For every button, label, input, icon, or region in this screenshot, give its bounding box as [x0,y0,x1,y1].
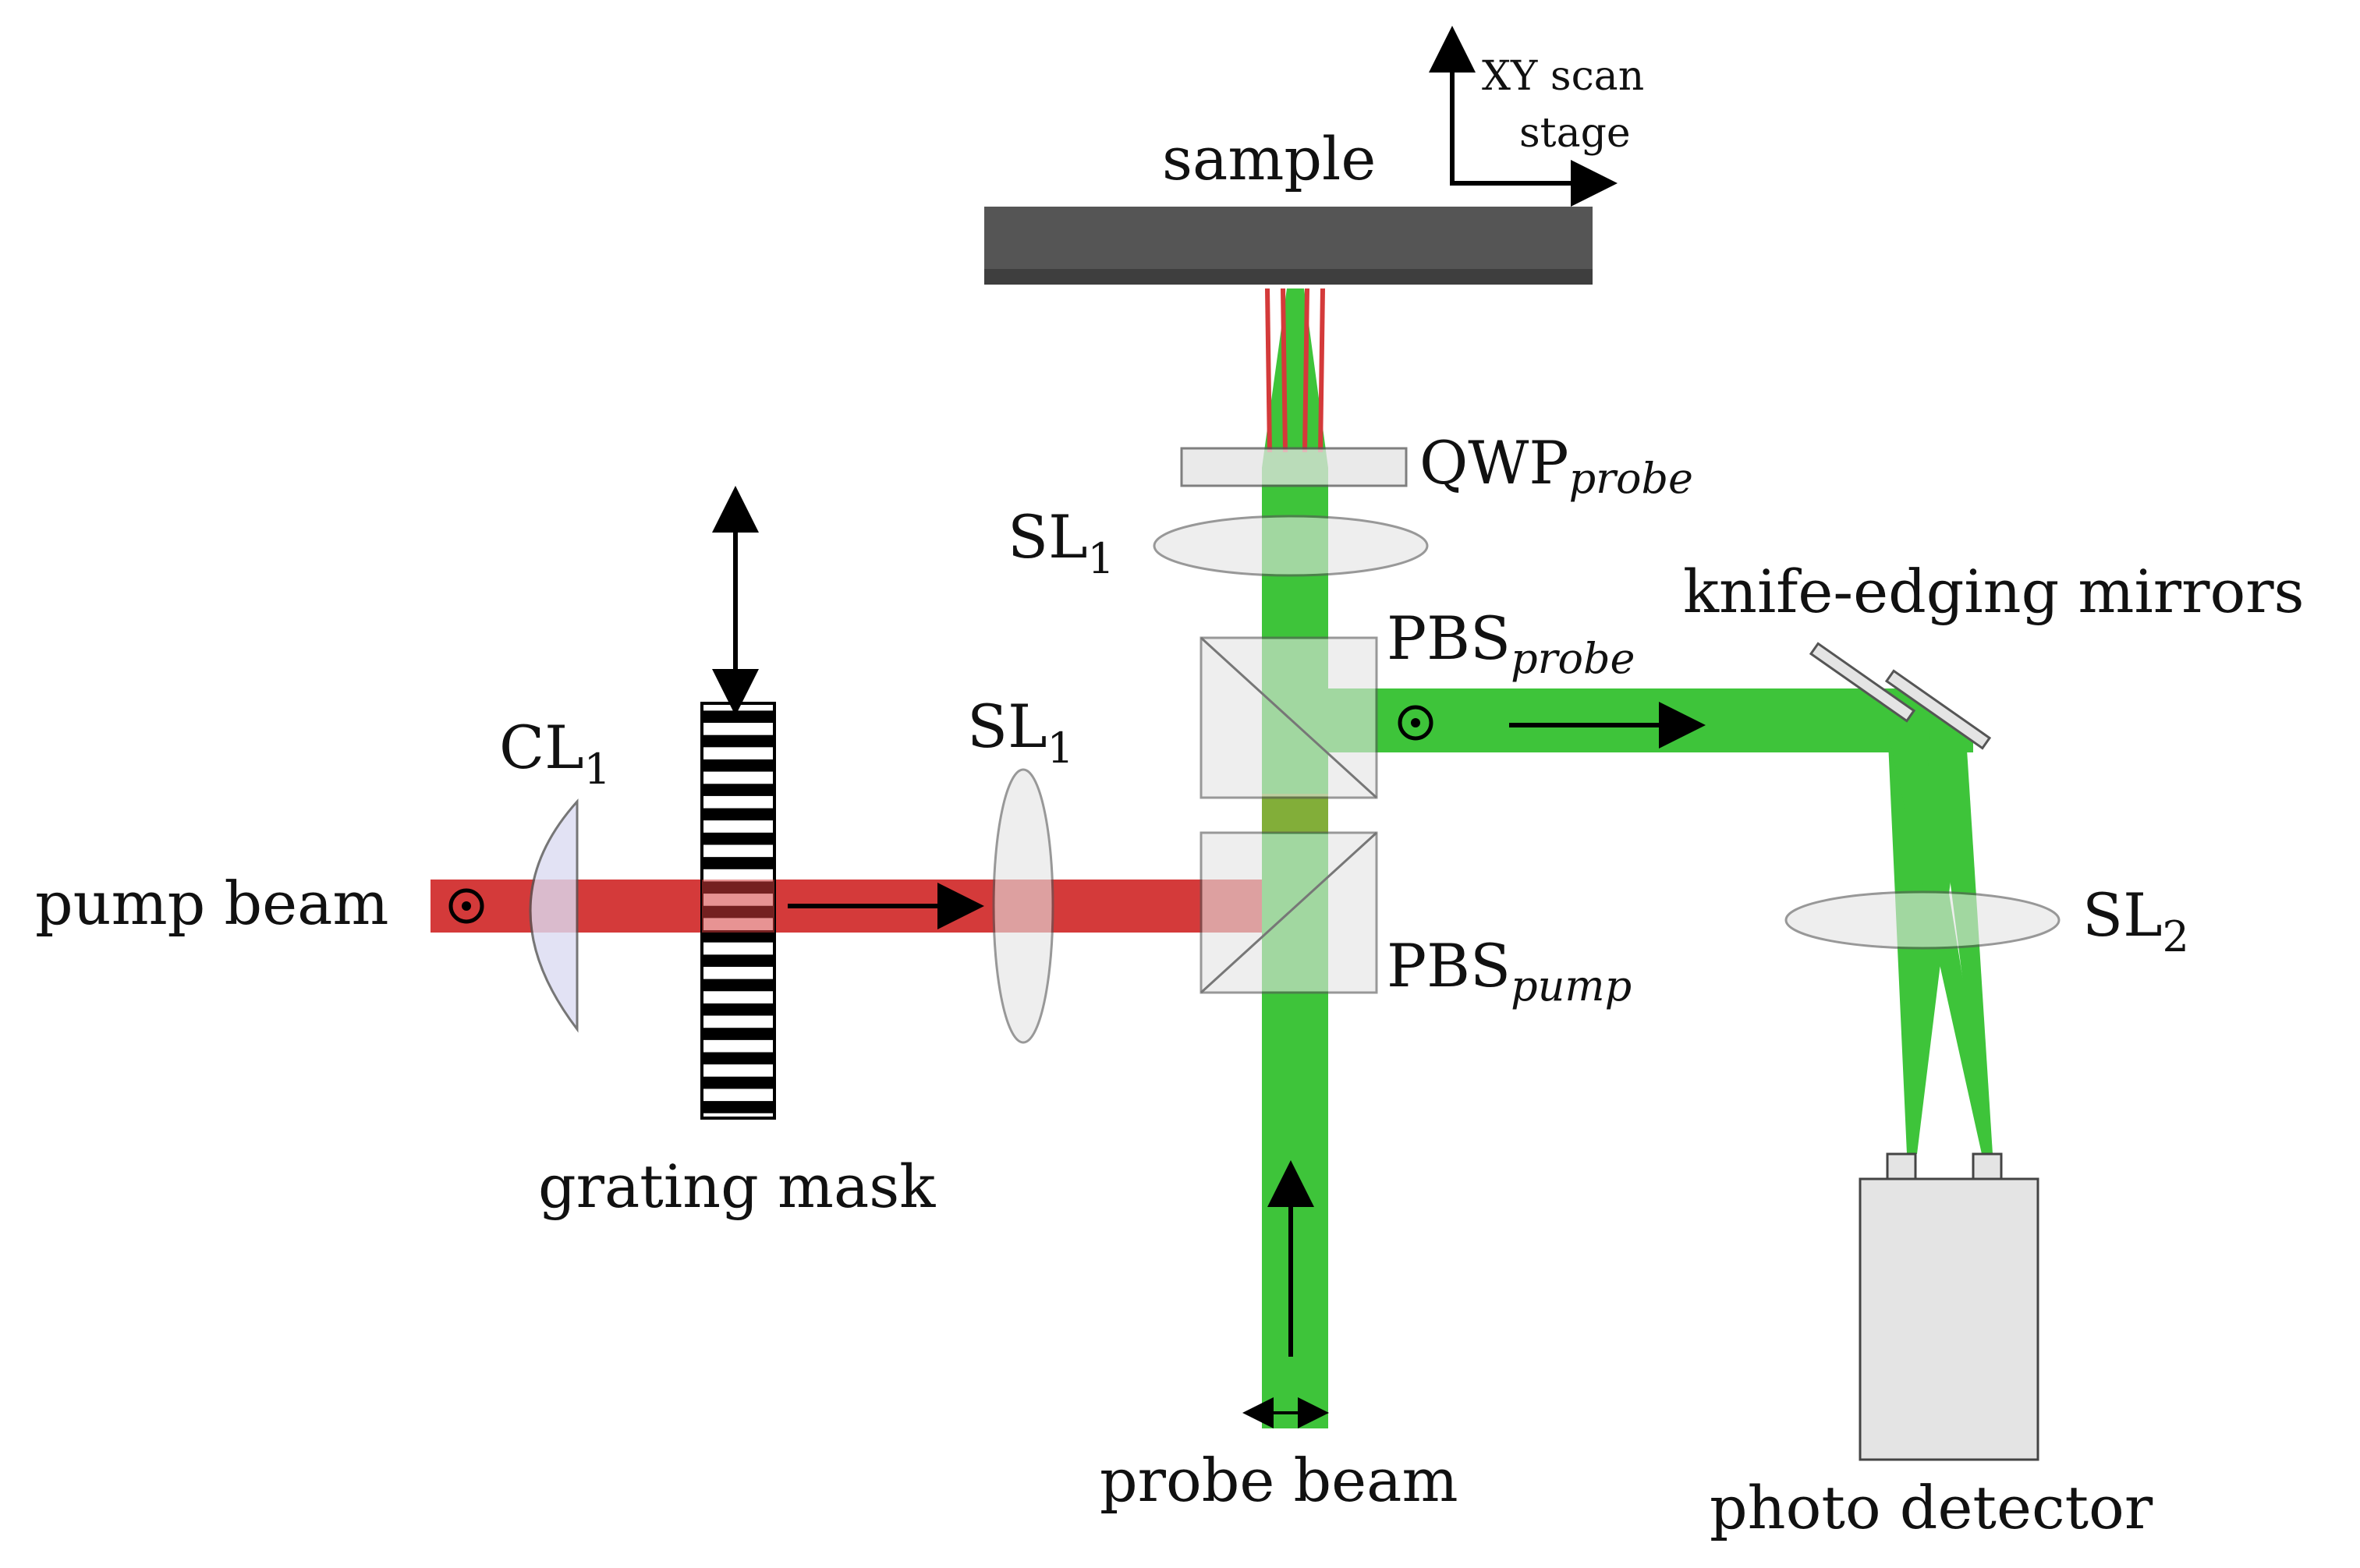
sl1-top-label: SL1 [1008,502,1114,583]
qwp-probe-label: QWPprobe [1419,428,1693,503]
pump-beam-label: pump beam [35,869,388,938]
sl1-mid-lens [992,768,1054,1044]
grating-stripe [702,808,774,821]
grating-stripe [702,1076,774,1089]
xy-scan-stage-label-2: stage [1519,110,1631,157]
sl1-top-lens [1153,515,1429,577]
probe-pump-overlap [1262,794,1328,833]
knife-edging-mirrors-label: knife-edging mirrors [1683,557,2305,626]
sample-label: sample [1162,124,1376,193]
pbs-probe-label: PBSprobe [1387,603,1635,683]
grating-stripe [702,759,774,772]
cl1-lens [529,798,579,1033]
grating-stripe [702,857,774,869]
sl2-label: SL2 [2082,880,2189,961]
grating-stripe [702,784,774,796]
photo-detector [1859,1152,2039,1461]
pbs-pump [1199,831,1378,994]
qwp-probe [1180,447,1408,487]
knife-edging-mirror-2 [1884,669,1992,750]
grating-stripe [702,930,774,943]
grating-stripe [702,710,774,724]
grating-stripe [702,1101,774,1113]
sl2-lens [1784,890,2061,950]
sample-plate-edge [984,269,1593,285]
grating-stripe [702,832,774,845]
photo-detector-label: photo detector [1710,1473,2153,1542]
grating-stripe [702,734,774,748]
probe-focus-cone [1262,288,1328,468]
pump-focus-lines [1265,288,1325,453]
pump-through-grating [702,880,774,933]
grating-mask-label: grating mask [538,1152,936,1221]
probe-beam-label: probe beam [1100,1446,1458,1515]
grating-stripe [702,1052,774,1065]
grating-mask [700,702,776,1120]
sl1-mid-label: SL1 [967,692,1074,773]
probe-polarization-icon [1398,705,1433,741]
xy-scan-stage-label-1: XY scan [1482,53,1644,100]
grating-stripe [702,1003,774,1016]
grating-stripe [702,1028,774,1040]
pbs-probe [1199,636,1378,799]
pump-polarization-icon [448,888,484,924]
cl1-label: CL1 [499,713,611,794]
grating-stripe [702,979,774,992]
knife-edging-mirror-1 [1809,642,1916,723]
grating-stripe [702,954,774,967]
pbs-pump-label: PBSpump [1387,931,1632,1011]
